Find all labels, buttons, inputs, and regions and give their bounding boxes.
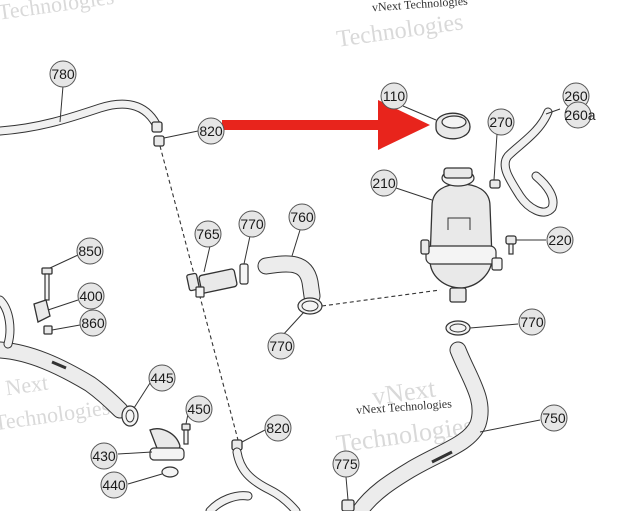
hose-750	[351, 341, 489, 511]
clamp-770-right	[445, 320, 471, 336]
pipe-left	[0, 295, 129, 419]
callout-440[interactable]: 440	[100, 471, 128, 499]
clamp-820-top	[153, 135, 165, 147]
watermark-top-left: Technologies	[0, 0, 116, 25]
svg-text:440: 440	[102, 477, 126, 493]
svg-text:445: 445	[150, 370, 174, 386]
hose-end-780	[151, 121, 163, 133]
hose-760	[257, 255, 321, 305]
svg-text:220: 220	[548, 232, 572, 248]
svg-text:765: 765	[196, 226, 220, 242]
clamp-445	[121, 405, 139, 427]
callout-400[interactable]: 400	[77, 282, 105, 310]
callout-770-upper[interactable]: 770	[238, 210, 266, 238]
oring-440	[161, 466, 179, 478]
fitting-270	[489, 179, 501, 189]
callout-765[interactable]: 765	[194, 220, 222, 248]
callout-430[interactable]: 430	[90, 442, 118, 470]
fitting-430	[149, 428, 185, 461]
hose-820-lower	[205, 447, 301, 511]
bracket-400	[33, 299, 51, 323]
callout-260a[interactable]: 260a	[564, 101, 596, 129]
svg-text:770: 770	[240, 216, 264, 232]
svg-text:210: 210	[372, 175, 396, 191]
clamp-770-left	[297, 297, 323, 315]
watermark-mid-left-small: Next	[4, 370, 50, 401]
svg-text:430: 430	[92, 448, 116, 464]
callout-450[interactable]: 450	[185, 395, 213, 423]
svg-text:860: 860	[81, 315, 105, 331]
callout-775[interactable]: 775	[332, 450, 360, 478]
coolant-tank-210	[420, 167, 503, 303]
svg-text:770: 770	[269, 338, 293, 354]
svg-text:820: 820	[199, 123, 223, 139]
clamp-770-upper	[239, 263, 249, 285]
nut-860	[43, 325, 53, 335]
bolt-450	[181, 423, 191, 445]
dashed-route-820	[159, 145, 239, 441]
dashed-route-tank	[321, 289, 441, 307]
callout-110[interactable]: 110	[380, 82, 408, 110]
svg-text:750: 750	[542, 410, 566, 426]
fitting-765	[186, 268, 238, 298]
leader-lines	[47, 85, 561, 501]
bolt-220	[505, 235, 517, 255]
callout-820-top[interactable]: 820	[197, 117, 225, 145]
callout-820-bottom[interactable]: 820	[264, 414, 292, 442]
red-arrow	[222, 100, 430, 150]
callout-760[interactable]: 760	[288, 203, 316, 231]
callout-780[interactable]: 780	[49, 60, 77, 88]
hose-780	[0, 99, 161, 136]
svg-text:450: 450	[187, 401, 211, 417]
fitting-775	[341, 499, 355, 511]
svg-text:820: 820	[266, 420, 290, 436]
callout-850[interactable]: 850	[76, 237, 104, 265]
svg-text:260: 260	[564, 88, 588, 104]
svg-text:260a: 260a	[564, 107, 595, 123]
callout-445[interactable]: 445	[148, 364, 176, 392]
callout-210[interactable]: 210	[370, 169, 398, 197]
callout-750[interactable]: 750	[540, 404, 568, 432]
hose-260	[500, 107, 558, 217]
svg-text:775: 775	[334, 456, 358, 472]
svg-text:850: 850	[78, 243, 102, 259]
svg-text:760: 760	[290, 209, 314, 225]
svg-text:270: 270	[489, 114, 513, 130]
svg-text:780: 780	[51, 66, 75, 82]
bolt-850	[41, 267, 53, 301]
callout-770-left[interactable]: 770	[267, 332, 295, 360]
cap-110	[435, 112, 471, 140]
callout-770-right[interactable]: 770	[518, 308, 546, 336]
callout-270[interactable]: 270	[487, 108, 515, 136]
watermark-mid-left-large: Technologies	[0, 394, 112, 435]
svg-text:770: 770	[520, 314, 544, 330]
callout-860[interactable]: 860	[79, 309, 107, 337]
svg-text:110: 110	[383, 88, 406, 104]
callout-220[interactable]: 220	[546, 226, 574, 254]
watermark-center-small: vNext Technologies	[356, 396, 453, 417]
watermark-top-center-large: Technologies	[335, 9, 465, 53]
svg-text:400: 400	[79, 288, 103, 304]
